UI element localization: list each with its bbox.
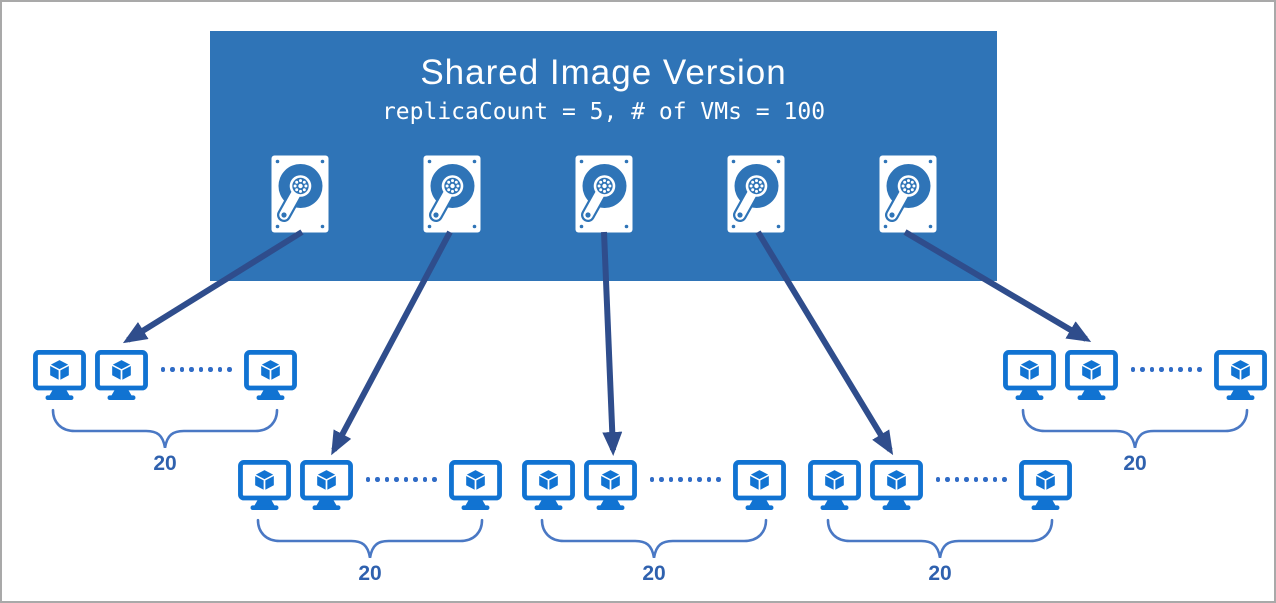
- vm-count-label: 20: [642, 562, 666, 585]
- ellipsis-dots: [649, 477, 721, 482]
- disk-icon: [575, 155, 633, 233]
- underbrace-icon: [51, 408, 279, 450]
- vm-icon: [808, 460, 861, 510]
- vm-icon: [584, 460, 637, 510]
- vm-group-2: 20: [238, 460, 502, 586]
- ellipsis-dots: [935, 477, 1007, 482]
- underbrace-icon: [540, 518, 768, 560]
- vm-icon: [870, 460, 923, 510]
- vm-row: [1003, 350, 1267, 400]
- disk-icon: [423, 155, 481, 233]
- disk-icon: [727, 155, 785, 233]
- vm-icon: [733, 460, 786, 510]
- vm-group-4: 20: [808, 460, 1072, 586]
- vm-icon: [1214, 350, 1267, 400]
- vm-row: [33, 350, 297, 400]
- vm-icon: [1065, 350, 1118, 400]
- underbrace-icon: [826, 518, 1054, 560]
- vm-row: [522, 460, 786, 510]
- underbrace-icon: [1021, 408, 1249, 450]
- vm-group-5: 20: [1003, 350, 1267, 476]
- vm-row: [808, 460, 1072, 510]
- vm-count-label: 20: [153, 452, 177, 475]
- box-subtitle: replicaCount = 5, # of VMs = 100: [381, 98, 826, 125]
- vm-icon: [95, 350, 148, 400]
- shared-image-version-box: Shared Image Version replicaCount = 5, #…: [210, 31, 997, 281]
- disk-icon: [271, 155, 329, 233]
- ellipsis-dots: [160, 367, 232, 372]
- box-title: Shared Image Version: [420, 53, 787, 92]
- vm-icon: [238, 460, 291, 510]
- vm-icon: [449, 460, 502, 510]
- vm-count-label: 20: [358, 562, 382, 585]
- replica-disk-row: [210, 155, 997, 233]
- vm-icon: [33, 350, 86, 400]
- vm-count-label: 20: [928, 562, 952, 585]
- underbrace-icon: [256, 518, 484, 560]
- vm-icon: [300, 460, 353, 510]
- ellipsis-dots: [365, 477, 437, 482]
- disk-icon: [879, 155, 937, 233]
- vm-group-1: 20: [33, 350, 297, 476]
- vm-row: [238, 460, 502, 510]
- vm-icon: [522, 460, 575, 510]
- vm-icon: [1003, 350, 1056, 400]
- ellipsis-dots: [1130, 367, 1202, 372]
- vm-count-label: 20: [1123, 452, 1147, 475]
- vm-group-3: 20: [522, 460, 786, 586]
- vm-icon: [244, 350, 297, 400]
